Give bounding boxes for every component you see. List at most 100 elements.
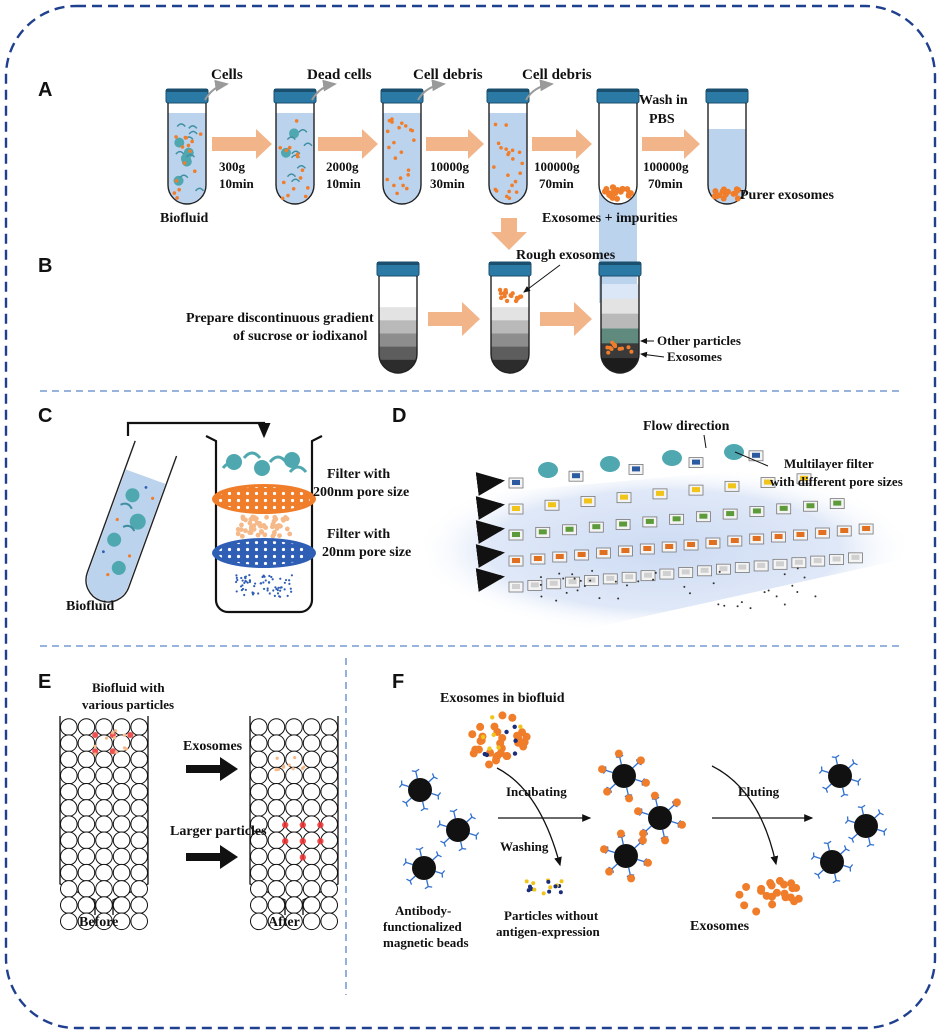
exosome	[275, 756, 279, 760]
time-3: 30min	[430, 176, 465, 191]
exosome	[111, 731, 115, 735]
small-particle	[262, 587, 266, 591]
filtrate-dot	[579, 579, 582, 582]
resin-bead	[95, 863, 113, 882]
small-particle	[248, 579, 252, 582]
filter-middle-particles	[235, 514, 293, 539]
tube-body	[382, 103, 422, 205]
unbound-particle	[558, 890, 563, 895]
eluting-arrow	[711, 765, 779, 866]
exosome-particle	[271, 531, 277, 537]
gradient-layer	[379, 346, 417, 361]
resin-bead	[267, 782, 286, 801]
resin-bead	[249, 880, 268, 898]
filtrate-dot	[796, 590, 799, 593]
flow-arrow	[475, 520, 505, 544]
tilted-tube-liquid	[87, 469, 166, 601]
resin-bead	[60, 718, 78, 736]
particle	[514, 190, 519, 194]
resin-bead	[249, 847, 268, 866]
antibody-tip	[810, 852, 815, 860]
resin-bead	[285, 718, 303, 736]
gradient-layer	[491, 346, 529, 361]
antibody-tip	[424, 885, 433, 890]
small-particle	[276, 589, 279, 592]
particle	[284, 148, 289, 153]
unbound-particle	[553, 884, 558, 889]
filter-pore	[672, 516, 681, 522]
exosome	[498, 711, 507, 720]
bound-exosome	[598, 765, 607, 774]
particle	[294, 119, 299, 123]
magnetic-bead	[818, 754, 862, 798]
resin-bead	[267, 734, 286, 752]
particle	[510, 148, 515, 153]
resin-bead	[320, 782, 339, 801]
exosome-particle	[243, 528, 248, 534]
resin-bead	[60, 734, 78, 752]
antibody-tip	[402, 858, 407, 866]
filter-pore	[728, 483, 736, 489]
particle	[406, 173, 411, 177]
resin-bead	[95, 718, 113, 736]
label-beads-1: Antibody-	[395, 903, 451, 918]
resin-bead	[112, 718, 131, 736]
tube-liquid	[708, 129, 746, 204]
rough-particle	[498, 291, 504, 296]
filter-pore	[862, 526, 871, 531]
particle	[518, 171, 522, 176]
centrifuge-tubes	[165, 88, 749, 303]
bound-exosome	[600, 845, 609, 854]
resin-bead	[77, 863, 96, 882]
resin-bead	[77, 880, 96, 898]
panel-b: Prepare discontinuous gradient of sucros…	[186, 248, 741, 374]
column-wall	[249, 716, 339, 915]
tube-cap-rim	[706, 89, 748, 92]
filtrate-dot	[539, 576, 542, 579]
antibody-tip	[822, 786, 829, 793]
antibody-tip	[877, 809, 884, 816]
filtrate-dot	[576, 589, 579, 592]
label-cell-debris-2: Cell debris	[522, 67, 592, 83]
pellet-particle	[612, 190, 619, 197]
small-particle	[271, 578, 274, 581]
cell	[289, 128, 300, 139]
bead-core	[612, 764, 636, 788]
speed-2: 2000g	[326, 159, 359, 174]
filter-pore	[699, 513, 708, 519]
particle	[403, 124, 408, 128]
multilayer-filter-device	[475, 444, 874, 610]
magnetic-bead	[810, 840, 854, 884]
antibody	[409, 875, 416, 882]
label-cell-debris-1: Cell debris	[413, 67, 483, 83]
label-gradient-2: of sucrose or iodixanol	[233, 329, 368, 344]
small-particle	[243, 581, 246, 585]
label-washing: Washing	[500, 839, 549, 854]
filter-pore	[565, 526, 574, 532]
unbound-particle	[559, 879, 564, 884]
antibody	[626, 787, 629, 795]
exosome	[468, 730, 477, 739]
pellet-particle	[719, 188, 726, 195]
filter-pore	[568, 579, 577, 585]
small-particle	[284, 578, 288, 582]
small-particle	[254, 582, 257, 585]
contaminant	[490, 715, 495, 720]
filtrate-dot	[652, 578, 655, 581]
cell	[174, 137, 185, 148]
exosome	[508, 713, 517, 722]
pellet-particle	[603, 185, 610, 192]
contaminant	[518, 724, 523, 729]
small-particle	[288, 582, 291, 585]
filter-pore	[794, 559, 803, 565]
particle	[504, 147, 508, 151]
contaminant	[512, 724, 517, 730]
filtrate-dot	[803, 576, 806, 579]
antibody-tip	[851, 759, 858, 766]
exosome	[490, 722, 499, 731]
eluted-exosome	[762, 891, 771, 900]
eluted-exosome	[767, 881, 776, 890]
antibody	[619, 757, 622, 765]
filtrate-dot	[717, 603, 720, 606]
antibody-tip	[844, 816, 849, 824]
